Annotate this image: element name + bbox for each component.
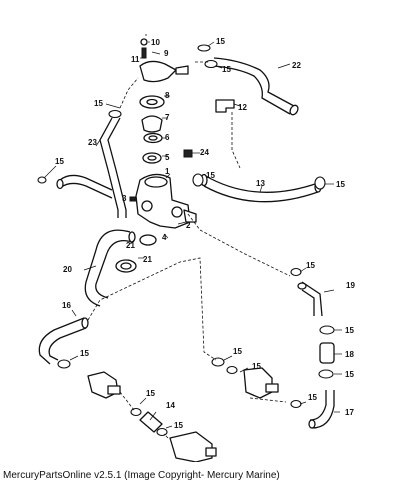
callout-15-o: 15	[174, 421, 183, 430]
thermostat-housing-cover	[139, 38, 189, 83]
leader-lines	[43, 41, 342, 429]
hose-20	[84, 229, 136, 307]
callout-6: 6	[165, 133, 170, 142]
callout-4: 4	[162, 233, 167, 242]
callout-15-f: 15	[336, 180, 345, 189]
pump-left	[87, 371, 121, 399]
thermostat-housing	[135, 173, 197, 229]
callout-3: 3	[122, 194, 127, 203]
callout-5: 5	[165, 153, 170, 162]
callout-15-h: 15	[345, 326, 354, 335]
callout-18: 18	[345, 350, 354, 359]
callout-15-n: 15	[308, 393, 317, 402]
callout-20: 20	[63, 265, 72, 274]
hose-23	[56, 117, 127, 218]
callout-15-i: 15	[80, 349, 89, 358]
pump-bottom	[169, 431, 217, 462]
callout-2: 2	[186, 221, 191, 230]
callout-15-b: 15	[222, 65, 231, 74]
callout-15-e: 15	[206, 171, 215, 180]
callout-1: 1	[165, 167, 170, 176]
callout-17: 17	[345, 408, 354, 417]
coupler-14	[139, 411, 163, 433]
parts-diagram: 10 9 11 15 15 22 8 15 12 7 23 6 24 5 15 …	[37, 34, 355, 462]
hose-17	[308, 390, 335, 429]
elbow-fitting-12	[215, 99, 235, 113]
thermostat-seal	[143, 132, 163, 144]
copyright-caption: MercuryPartsOnline v2.5.1 (Image Copyrig…	[3, 470, 280, 481]
hose-16	[38, 317, 89, 365]
callout-21-a: 21	[126, 241, 135, 250]
clamps-15	[37, 44, 335, 437]
plug-24	[183, 149, 193, 158]
callout-19: 19	[346, 281, 355, 290]
hose-19	[297, 281, 323, 317]
callout-12: 12	[238, 103, 247, 112]
callout-9: 9	[164, 49, 169, 58]
callout-15-m: 15	[146, 389, 155, 398]
callout-15-g: 15	[306, 261, 315, 270]
callout-13: 13	[256, 179, 265, 188]
pump-right	[243, 367, 279, 399]
routing-lines	[87, 34, 291, 439]
callout-15-j: 15	[233, 347, 242, 356]
thermostat-gasket	[139, 95, 165, 109]
callout-16: 16	[62, 301, 71, 310]
callout-7: 7	[165, 113, 170, 122]
clamp-21-upper	[139, 234, 157, 246]
callout-14: 14	[166, 401, 175, 410]
thermostat	[141, 115, 163, 133]
callout-10: 10	[151, 38, 160, 47]
callout-15-d: 15	[55, 157, 64, 166]
callout-21-b: 21	[143, 255, 152, 264]
callout-23: 23	[88, 138, 97, 147]
callout-15-c: 15	[94, 99, 103, 108]
hose-22	[213, 57, 299, 116]
callout-15-a: 15	[216, 37, 225, 46]
callout-24: 24	[200, 148, 209, 157]
callout-numbers: 10 9 11 15 15 22 8 15 12 7 23 6 24 5 15 …	[55, 37, 355, 430]
callout-22: 22	[292, 61, 301, 70]
callout-15-k: 15	[252, 362, 261, 371]
lower-gasket	[142, 152, 162, 164]
clamp-21-lower	[115, 259, 137, 273]
callout-11: 11	[131, 55, 140, 64]
callout-15-l: 15	[345, 370, 354, 379]
coupler-18	[319, 342, 335, 364]
callout-8: 8	[165, 91, 170, 100]
